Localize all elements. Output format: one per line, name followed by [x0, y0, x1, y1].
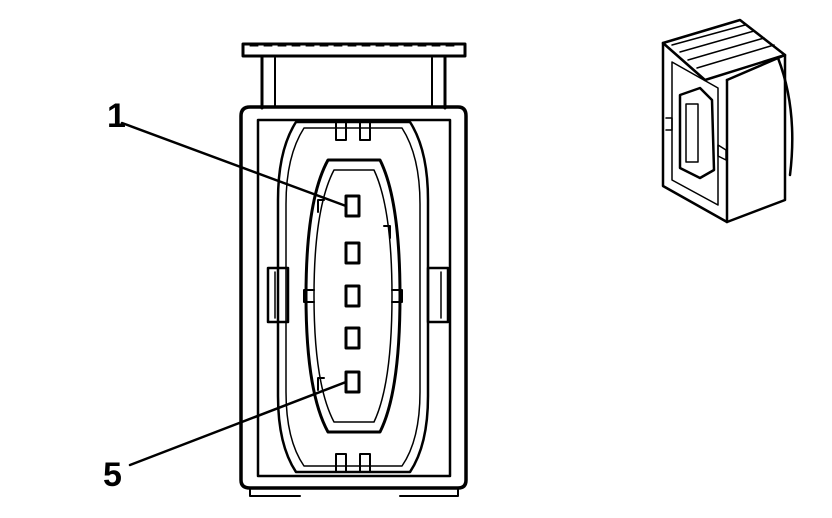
connector-side-face	[725, 53, 787, 224]
callout-leader-1	[120, 121, 348, 208]
callout-label-1: 1	[107, 97, 126, 135]
connector-insert	[678, 86, 716, 180]
connector-housing	[239, 105, 468, 497]
terminal-5	[344, 370, 361, 394]
connector-end-view: 1 5	[103, 42, 468, 497]
callout-leader-5	[128, 380, 348, 467]
terminal-1	[344, 194, 361, 218]
side-latch-right	[426, 266, 450, 324]
terminal-shroud	[276, 120, 430, 474]
terminal-insert	[303, 158, 403, 434]
side-latch-left	[266, 266, 290, 324]
terminal-3	[344, 284, 361, 308]
connector-lock-tab	[241, 42, 467, 110]
connector-front-face	[661, 41, 729, 224]
connector-isometric-view	[661, 18, 794, 224]
terminal-2	[344, 241, 361, 265]
terminal-4	[344, 326, 361, 350]
callout-label-5: 5	[103, 456, 122, 494]
terminal-pins	[344, 194, 361, 394]
